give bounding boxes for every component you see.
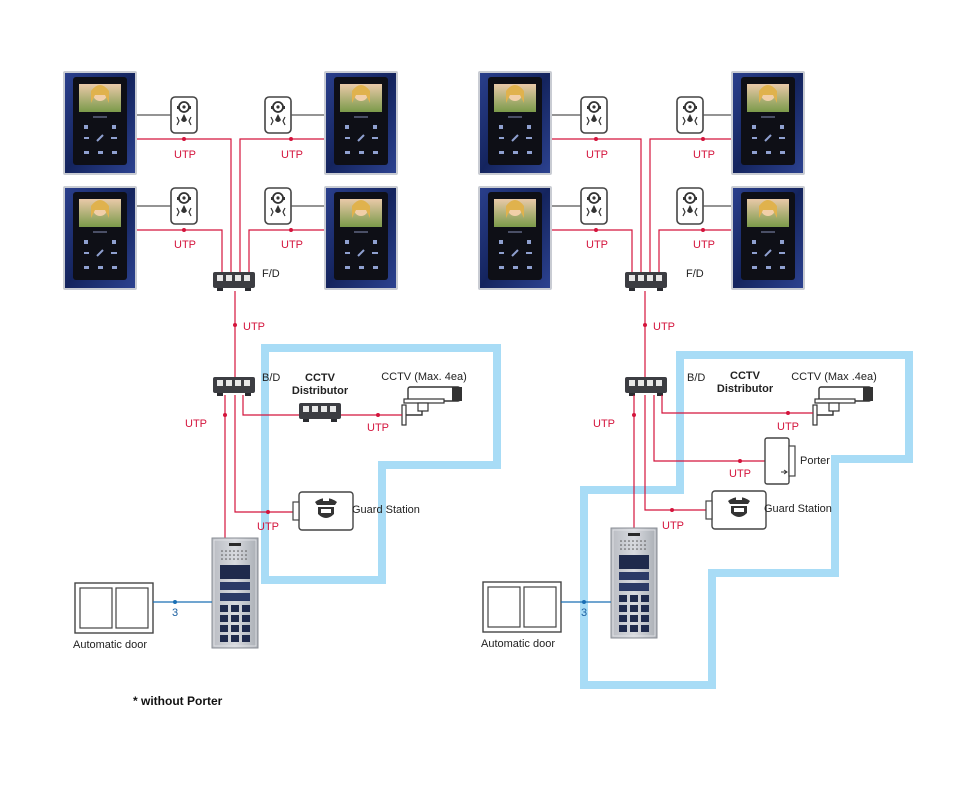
diagram-with-porter: UTP UTP UTP UTP F/D UTP B/D CCTV Distrib…	[477, 70, 913, 689]
cctv-distributor-switch-icon	[299, 403, 341, 422]
utp-label: UTP	[243, 321, 265, 333]
utp-label: UTP	[174, 239, 196, 251]
video-monitor-icon	[477, 70, 553, 176]
utp-label: UTP	[174, 149, 196, 161]
lobby-panel-icon	[610, 527, 658, 639]
automatic-door-icon	[74, 582, 154, 634]
video-monitor-icon	[62, 185, 138, 291]
cctv-camera-label: CCTV (Max .4ea)	[791, 371, 877, 383]
cctv-camera-label: CCTV (Max. 4ea)	[381, 371, 467, 383]
cctv-distributor-label: Distributor	[292, 385, 349, 397]
utp-label: UTP	[693, 149, 715, 161]
cctv-camera-icon	[812, 386, 874, 426]
diagram-without-porter: UTP UTP UTP UTP F/D UTP B/D CCTV Distrib…	[62, 70, 501, 708]
cctv-distributor-label: CCTV	[730, 370, 761, 382]
door-camera-icon	[676, 96, 704, 134]
porter-label: Porter	[800, 455, 830, 467]
utp-label: UTP	[281, 239, 303, 251]
utp-label: UTP	[367, 422, 389, 434]
utp-label: UTP	[593, 418, 615, 430]
cctv-distributor-label: Distributor	[717, 383, 774, 395]
video-monitor-icon	[730, 70, 806, 176]
door-camera-icon	[170, 96, 198, 134]
footnote: * without Porter	[133, 694, 223, 708]
utp-label: UTP	[586, 239, 608, 251]
utp-label: UTP	[185, 418, 207, 430]
automatic-door-label: Automatic door	[73, 639, 147, 651]
utp-label: UTP	[693, 239, 715, 251]
building-distributor-label: B/D	[687, 372, 705, 384]
building-distributor-switch-icon	[625, 377, 667, 396]
automatic-door-icon	[482, 581, 562, 633]
floor-distributor-label: F/D	[262, 268, 280, 280]
guard-station-icon	[705, 490, 767, 530]
porter-icon	[764, 437, 796, 485]
door-camera-icon	[264, 187, 292, 225]
guard-station-label: Guard Station	[764, 503, 832, 515]
utp-label: UTP	[257, 521, 279, 533]
video-monitor-icon	[477, 185, 553, 291]
video-monitor-icon	[62, 70, 138, 176]
floor-distributor-switch-icon	[213, 272, 255, 291]
cctv-camera-icon	[401, 386, 463, 426]
utp-label: UTP	[281, 149, 303, 161]
video-monitor-icon	[730, 185, 806, 291]
door-camera-icon	[264, 96, 292, 134]
floor-distributor-switch-icon	[625, 272, 667, 291]
video-monitor-icon	[323, 185, 399, 291]
guard-station-icon	[292, 491, 354, 531]
cable-count-label: 3	[172, 607, 178, 619]
utp-label: UTP	[662, 520, 684, 532]
door-camera-icon	[580, 96, 608, 134]
guard-station-label: Guard Station	[352, 504, 420, 516]
floor-distributor-label: F/D	[686, 268, 704, 280]
video-monitor-icon	[323, 70, 399, 176]
door-camera-icon	[676, 187, 704, 225]
guard-zone-outline	[261, 344, 501, 584]
utp-label: UTP	[586, 149, 608, 161]
building-distributor-switch-icon	[213, 377, 255, 396]
cable-count-label: 3	[581, 607, 587, 619]
door-camera-icon	[170, 187, 198, 225]
building-distributor-label: B/D	[262, 372, 280, 384]
utp-label: UTP	[653, 321, 675, 333]
door-camera-icon	[580, 187, 608, 225]
guard-zone-outline	[580, 351, 913, 689]
lobby-panel-icon	[211, 537, 259, 649]
automatic-door-label: Automatic door	[481, 638, 555, 650]
utp-label: UTP	[729, 468, 751, 480]
utp-label: UTP	[777, 421, 799, 433]
cctv-distributor-label: CCTV	[305, 372, 336, 384]
